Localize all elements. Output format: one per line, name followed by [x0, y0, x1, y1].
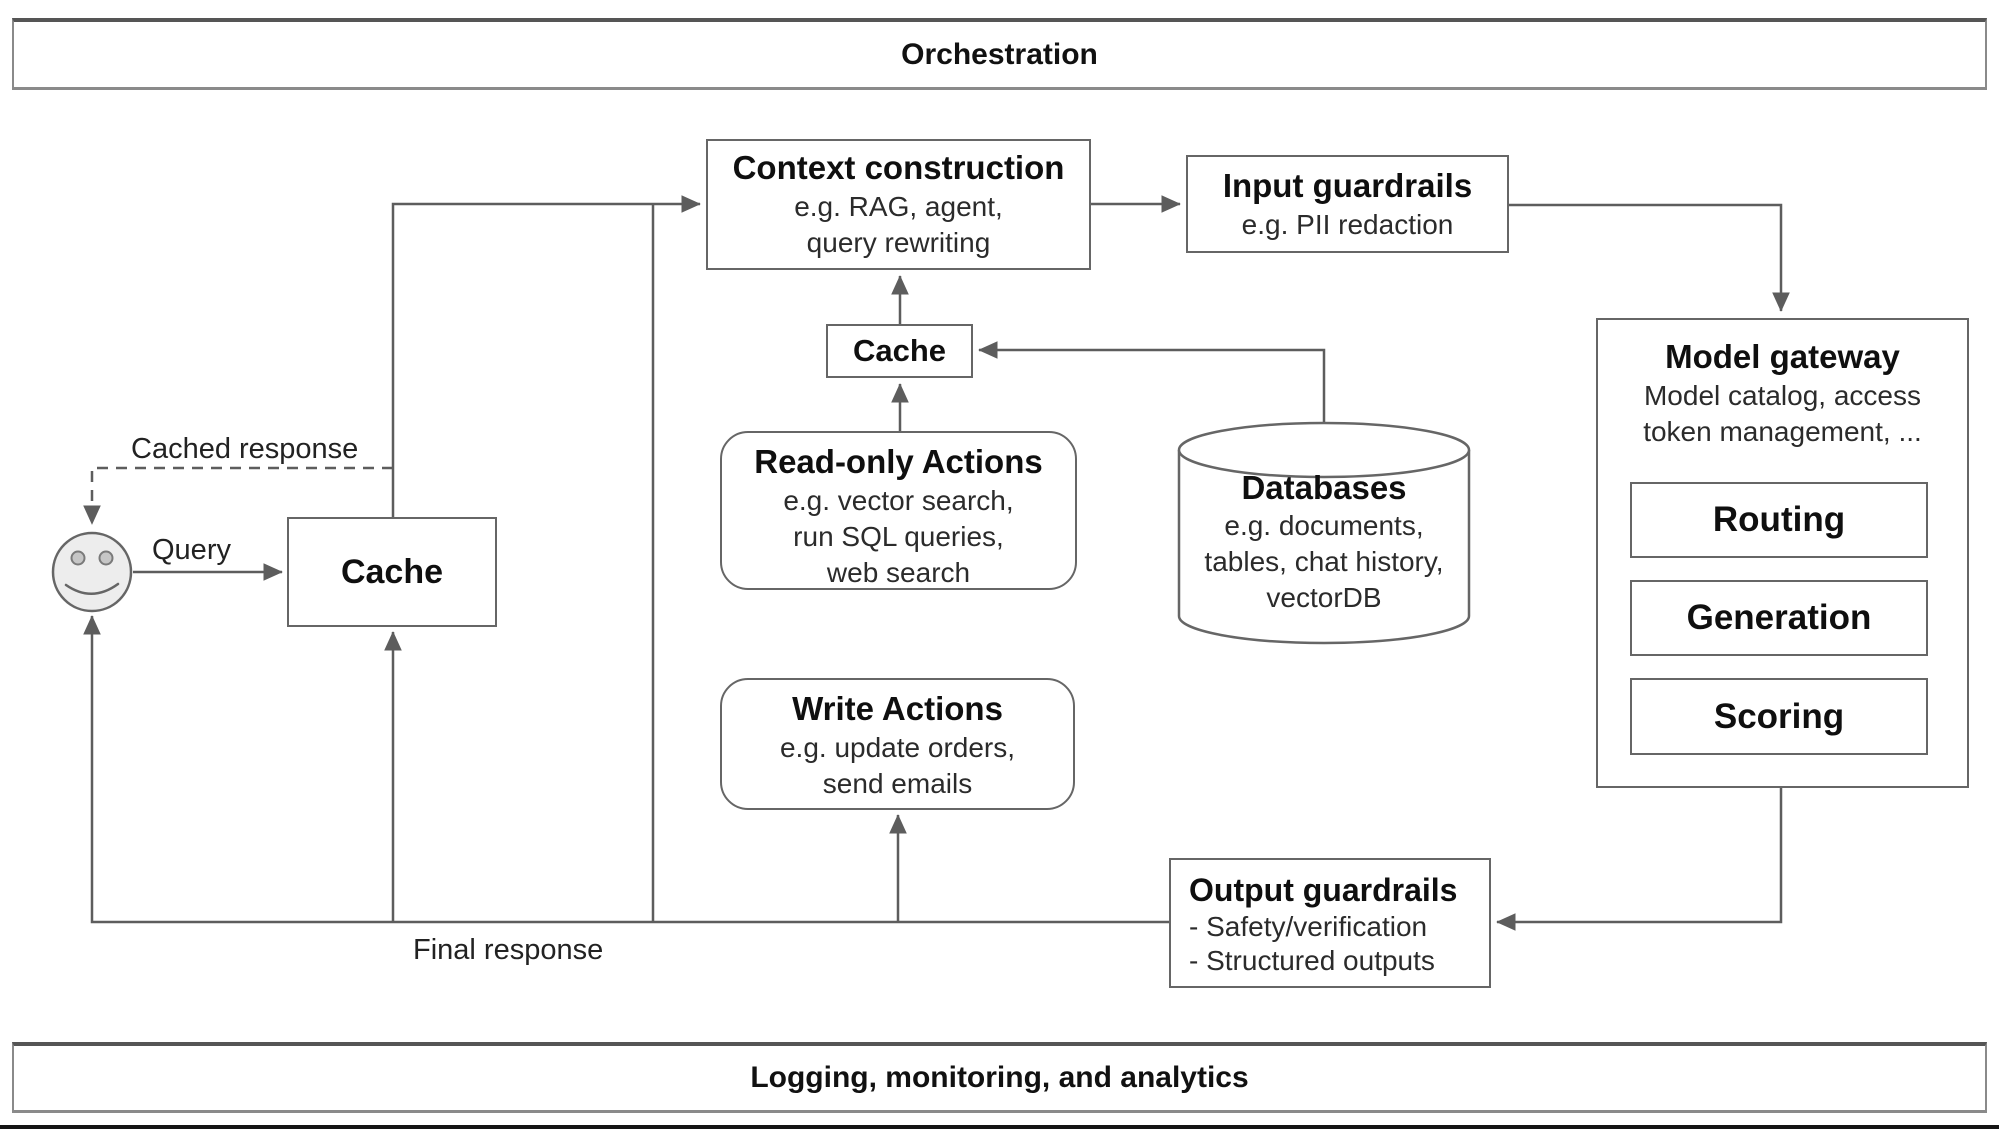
databases-label-block: Databases e.g. documents, tables, chat h… [1179, 468, 1469, 616]
final-response-label: Final response [413, 934, 604, 966]
read-only-actions-title: Read-only Actions [754, 443, 1043, 480]
databases-line: vectorDB [1266, 582, 1382, 613]
databases-line: tables, chat history, [1204, 546, 1444, 577]
context-construction-title: Context construction [732, 149, 1065, 186]
routing-box: Routing [1630, 482, 1928, 558]
generation-label: Generation [1686, 598, 1872, 637]
connector-cache-to-context [391, 195, 701, 517]
cache-middle-label: Cache [852, 333, 947, 368]
cache-middle-box: Cache [826, 324, 973, 378]
user-smiley-icon [51, 531, 133, 613]
logging-band: Logging, monitoring, and analytics [12, 1042, 1987, 1113]
page-bottom-rule [0, 1125, 1999, 1129]
model-gateway-line: Model catalog, access [1643, 380, 1922, 411]
model-gateway-line: token management, ... [1643, 416, 1922, 447]
scoring-label: Scoring [1713, 696, 1845, 736]
cache-left-box: Cache [287, 517, 497, 627]
connector-gateway-to-output-guardrails [1496, 788, 1783, 931]
connector-cached-response-dashed [83, 466, 393, 525]
context-construction-box: Context construction e.g. RAG, agent, qu… [706, 139, 1091, 270]
output-guardrails-box: Output guardrails - Safety/verification … [1169, 858, 1491, 988]
databases-title: Databases [1241, 469, 1407, 506]
read-only-actions-line: e.g. vector search, [783, 485, 1014, 516]
model-gateway-title: Model gateway [1665, 338, 1900, 375]
input-guardrails-box: Input guardrails e.g. PII redaction [1186, 155, 1509, 253]
orchestration-band-label: Orchestration [901, 37, 1098, 71]
write-actions-line: send emails [822, 768, 973, 799]
query-label: Query [152, 534, 231, 566]
connector-databases-to-cache [978, 341, 1326, 424]
read-only-actions-line: web search [826, 557, 971, 588]
connector-input-to-model-gateway [1509, 203, 1790, 312]
generation-box: Generation [1630, 580, 1928, 656]
routing-label: Routing [1712, 500, 1846, 539]
write-actions-title: Write Actions [792, 690, 1003, 727]
output-guardrails-title: Output guardrails [1189, 872, 1458, 908]
scoring-box: Scoring [1630, 678, 1928, 755]
cached-response-label: Cached response [131, 433, 359, 465]
cache-left-label: Cache [340, 552, 444, 591]
read-only-actions-line: run SQL queries, [793, 521, 1004, 552]
output-guardrails-line: - Safety/verification [1189, 911, 1428, 942]
write-actions-line: e.g. update orders, [779, 732, 1016, 763]
input-guardrails-line: e.g. PII redaction [1241, 209, 1454, 240]
read-only-actions-box: Read-only Actions e.g. vector search, ru… [720, 431, 1077, 590]
input-guardrails-title: Input guardrails [1222, 167, 1473, 204]
logging-band-label: Logging, monitoring, and analytics [750, 1061, 1249, 1094]
context-construction-line: e.g. RAG, agent, [794, 191, 1003, 222]
database-cylinder-icon [1177, 421, 1471, 645]
connector-final-response [83, 615, 1169, 924]
output-guardrails-line: - Structured outputs [1189, 945, 1435, 976]
write-actions-box: Write Actions e.g. update orders, send e… [720, 678, 1075, 810]
orchestration-band: Orchestration [12, 18, 1987, 90]
context-construction-line: query rewriting [806, 227, 991, 258]
databases-line: e.g. documents, [1224, 510, 1424, 541]
